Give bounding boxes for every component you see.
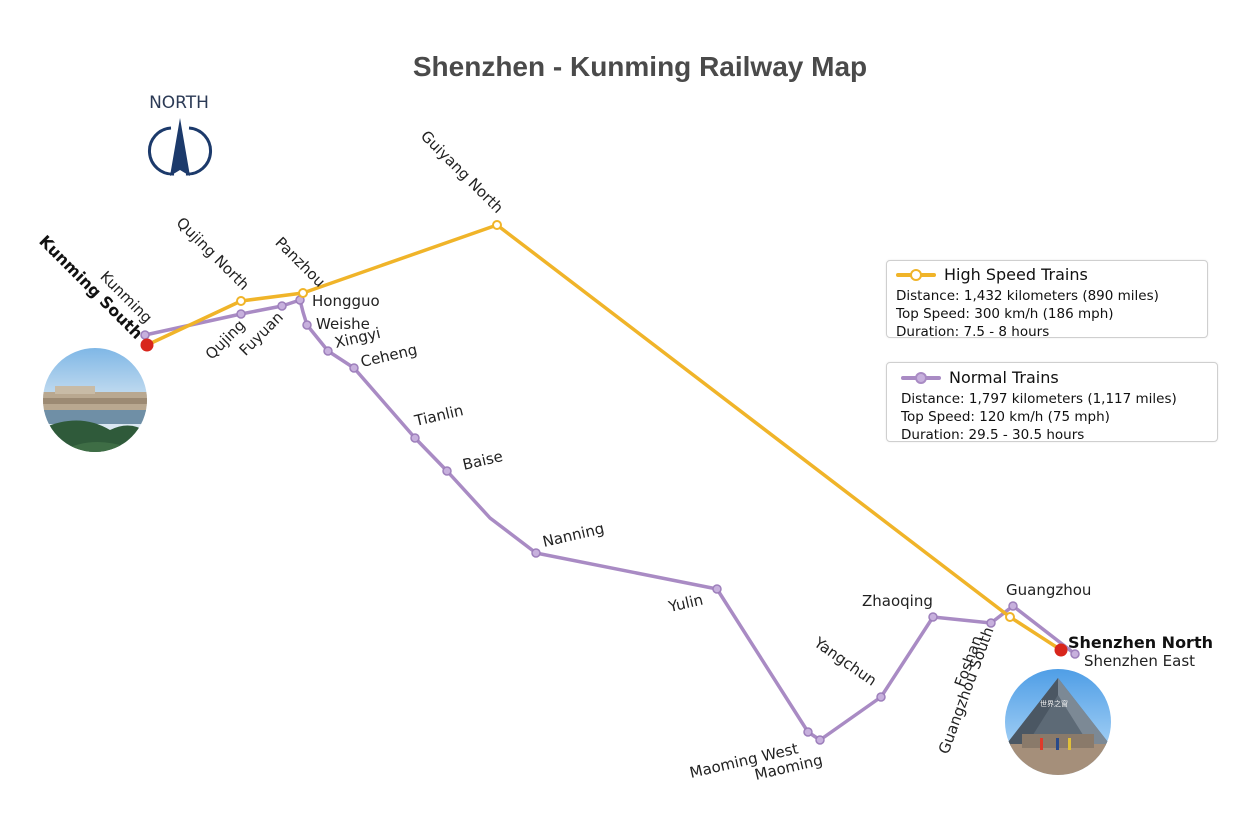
- label-yulin: Yulin: [666, 591, 705, 617]
- high-speed-stations: [236, 220, 1015, 622]
- legend-high-speed-top-speed: Top Speed: 300 km/h (186 mph): [896, 306, 1114, 322]
- legend-normal-top-speed: Top Speed: 120 km/h (75 mph): [901, 409, 1110, 425]
- label-guangzhou: Guangzhou: [1006, 581, 1091, 599]
- north-compass: NORTH: [147, 93, 213, 176]
- station-tianlin[interactable]: [410, 433, 420, 443]
- north-arrow-icon: [147, 118, 213, 176]
- map-title: Shenzhen - Kunming Railway Map: [413, 51, 867, 82]
- label-nanning: Nanning: [541, 519, 606, 551]
- kunming-city-photo: [43, 348, 147, 452]
- label-guiyang-north: Guiyang North: [417, 127, 507, 217]
- legend-normal-header: Normal Trains: [901, 368, 1217, 387]
- legend-high-speed-header: High Speed Trains: [896, 265, 1207, 284]
- station-yangchun[interactable]: [876, 692, 886, 702]
- label-zhaoqing: Zhaoqing: [862, 592, 933, 610]
- station-qujing[interactable]: [236, 309, 246, 319]
- station-qujing-north[interactable]: [236, 296, 246, 306]
- compass-label: NORTH: [149, 93, 209, 113]
- svg-text:世界之窗: 世界之窗: [1040, 699, 1068, 708]
- station-maoming-west[interactable]: [803, 727, 813, 737]
- station-xingyi[interactable]: [323, 346, 333, 356]
- label-baise: Baise: [461, 447, 505, 474]
- high-speed-route: [145, 223, 1063, 652]
- high-speed-line-icon: [896, 268, 936, 282]
- label-tianlin: Tianlin: [412, 401, 465, 430]
- legend-normal-duration: Duration: 29.5 - 30.5 hours: [901, 427, 1085, 443]
- label-hongguo: Hongguo: [312, 292, 380, 310]
- terminal-kunming-south[interactable]: [140, 338, 154, 352]
- label-weishe: Weishe: [316, 315, 370, 333]
- station-foshan[interactable]: [986, 618, 996, 628]
- station-shenzhen-east[interactable]: [1070, 649, 1080, 659]
- station-baise[interactable]: [442, 466, 452, 476]
- station-weishe[interactable]: [302, 320, 312, 330]
- legend-high-speed-duration: Duration: 7.5 - 8 hours: [896, 324, 1050, 340]
- station-panzhou[interactable]: [298, 288, 308, 298]
- station-ceheng[interactable]: [349, 363, 359, 373]
- label-yangchun: Yangchun: [810, 633, 880, 690]
- label-ceheng: Ceheng: [359, 340, 419, 370]
- legend-normal: Normal Trains Distance: 1,797 kilometers…: [886, 362, 1218, 443]
- legend-high-speed-title: High Speed Trains: [944, 265, 1088, 284]
- normal-line-icon: [901, 371, 941, 385]
- station-guiyang-north[interactable]: [492, 220, 502, 230]
- legend-normal-distance: Distance: 1,797 kilometers (1,117 miles): [901, 391, 1177, 407]
- station-nanning[interactable]: [531, 548, 541, 558]
- station-maoming[interactable]: [815, 735, 825, 745]
- legend-high-speed-distance: Distance: 1,432 kilometers (890 miles): [896, 288, 1159, 304]
- legend-high-speed: High Speed Trains Distance: 1,432 kilome…: [886, 260, 1208, 340]
- station-zhaoqing[interactable]: [928, 612, 938, 622]
- station-guangzhou-south[interactable]: [1005, 612, 1015, 622]
- station-fuyuan[interactable]: [277, 301, 287, 311]
- terminal-shenzhen-north[interactable]: [1054, 643, 1068, 657]
- label-panzhou: Panzhou: [272, 233, 329, 290]
- station-guangzhou[interactable]: [1008, 601, 1018, 611]
- legend-normal-title: Normal Trains: [949, 368, 1059, 387]
- label-qujing-north: Qujing North: [173, 214, 253, 294]
- station-yulin[interactable]: [712, 584, 722, 594]
- label-shenzhen-north: Shenzhen North: [1068, 633, 1213, 652]
- shenzhen-window-of-the-world-photo: 世界之窗: [1005, 669, 1111, 775]
- label-shenzhen-east: Shenzhen East: [1084, 652, 1195, 670]
